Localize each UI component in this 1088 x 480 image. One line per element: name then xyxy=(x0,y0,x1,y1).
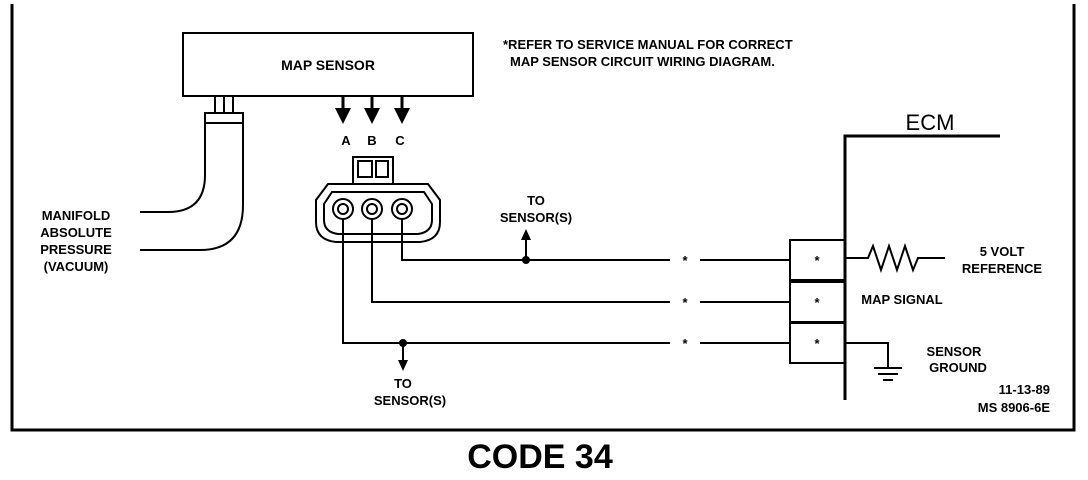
vacuum-label: MANIFOLD ABSOLUTE PRESSURE (VACUUM) xyxy=(40,208,112,274)
to-sensor-top-label: SENSOR(S) xyxy=(500,210,572,225)
ecm-pin-mark: * xyxy=(814,336,820,351)
terminal-arrows: A B C xyxy=(335,96,410,148)
ecm-pin-mark: * xyxy=(814,253,820,268)
to-sensor-top-label: TO xyxy=(527,193,545,208)
terminal-label-c: C xyxy=(395,133,405,148)
vacuum-label-line: (VACUUM) xyxy=(44,259,109,274)
terminal-label-a: A xyxy=(341,133,351,148)
ecm-label: ECM xyxy=(906,110,955,135)
ecm-pin-box xyxy=(789,239,846,281)
ecm: ECM * * * xyxy=(789,110,1000,400)
note-line: MAP SENSOR CIRCUIT WIRING DIAGRAM. xyxy=(510,54,775,69)
ref-label: REFERENCE xyxy=(962,261,1043,276)
diagram-frame xyxy=(10,4,1076,432)
terminal-arrow-c xyxy=(394,96,410,124)
ref-number: MS 8906-6E xyxy=(978,400,1051,415)
connector-pin xyxy=(391,198,413,220)
to-sensor-bottom-label: SENSOR(S) xyxy=(374,393,446,408)
ground-label: GROUND xyxy=(929,360,987,375)
terminal-arrow-a xyxy=(335,96,351,124)
connector-pin xyxy=(361,198,383,220)
wire-mark: * xyxy=(682,253,688,268)
splice-to-sensors-bottom: TO SENSOR(S) xyxy=(374,339,446,408)
note-line: *REFER TO SERVICE MANUAL FOR CORRECT xyxy=(503,37,793,52)
wire-ref xyxy=(401,219,790,261)
map-sensor-label: MAP SENSOR xyxy=(281,57,375,73)
terminal-arrow-b xyxy=(364,96,380,124)
ecm-pin-mark: * xyxy=(814,295,820,310)
to-sensor-bottom-label: TO xyxy=(394,376,412,391)
ground-label: SENSOR xyxy=(927,344,983,359)
signal-label: MAP SIGNAL xyxy=(861,292,942,307)
vacuum-hose xyxy=(140,112,244,251)
page-title: CODE 34 xyxy=(467,438,613,476)
ref-label: 5 VOLT xyxy=(980,244,1025,259)
wire-mark: * xyxy=(682,336,688,351)
map-sensor: MAP SENSOR xyxy=(182,32,474,119)
wire-mark: * xyxy=(682,295,688,310)
ground-symbol xyxy=(845,342,902,381)
vacuum-label-line: ABSOLUTE xyxy=(40,225,112,240)
vacuum-label-line: MANIFOLD xyxy=(42,208,111,223)
wire-ground xyxy=(342,219,790,344)
ref-date: 11-13-89 xyxy=(999,382,1050,397)
connector xyxy=(315,156,441,243)
terminal-label-b: B xyxy=(367,133,376,148)
vacuum-label-line: PRESSURE xyxy=(40,242,112,257)
resistor xyxy=(845,242,945,274)
connector-pin xyxy=(332,198,354,220)
splice-to-sensors-top: TO SENSOR(S) xyxy=(500,193,572,264)
wire-signal xyxy=(371,219,790,303)
